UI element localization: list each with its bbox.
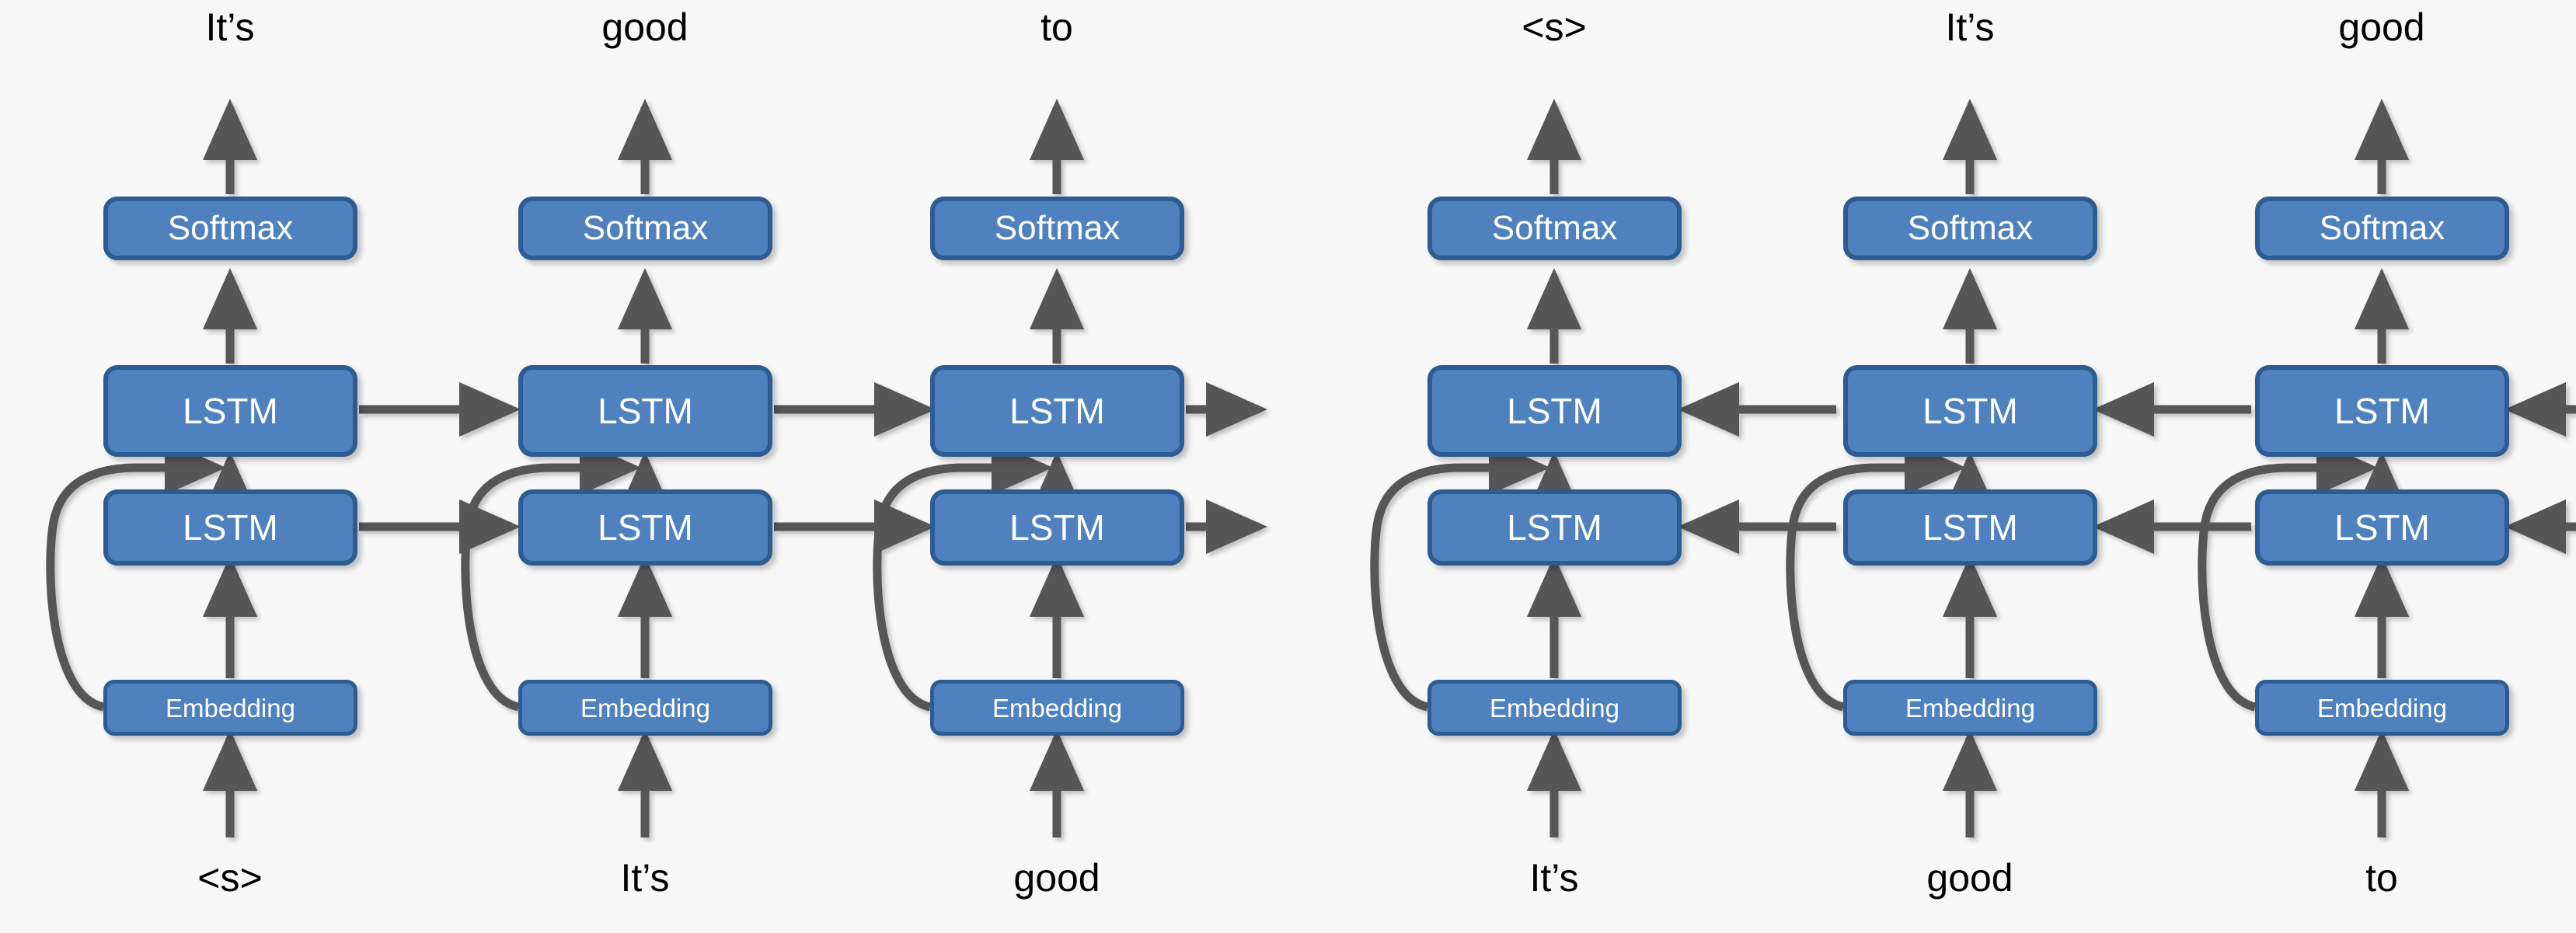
output-word-l2: good	[601, 5, 688, 49]
softmax-node-l3[interactable]: Softmax	[930, 197, 1184, 260]
embedding-node-r2[interactable]: Embedding	[1843, 680, 2097, 736]
output-word-r3: good	[2338, 5, 2425, 49]
softmax-node-r1[interactable]: Softmax	[1427, 197, 1682, 260]
lstm-lower-node-r2[interactable]: LSTM	[1843, 489, 2097, 566]
softmax-node-l2[interactable]: Softmax	[518, 197, 772, 260]
embedding-node-l1[interactable]: Embedding	[103, 680, 357, 736]
softmax-node-l1[interactable]: Softmax	[103, 197, 357, 260]
output-word-l1: It’s	[205, 5, 255, 49]
softmax-node-r2[interactable]: Softmax	[1843, 197, 2097, 260]
input-word-r3: to	[2365, 856, 2398, 900]
embedding-node-r1[interactable]: Embedding	[1427, 680, 1682, 736]
lstm-lower-node-l3[interactable]: LSTM	[930, 489, 1184, 566]
lstm-upper-node-l2[interactable]: LSTM	[518, 365, 772, 457]
input-word-r2: good	[1926, 856, 2013, 900]
embedding-node-l3[interactable]: Embedding	[930, 680, 1184, 736]
softmax-node-r3[interactable]: Softmax	[2255, 197, 2509, 260]
lstm-lower-node-l1[interactable]: LSTM	[103, 489, 357, 566]
lstm-upper-node-r2[interactable]: LSTM	[1843, 365, 2097, 457]
lstm-lower-node-r3[interactable]: LSTM	[2255, 489, 2509, 566]
embedding-node-l2[interactable]: Embedding	[518, 680, 772, 736]
lstm-upper-node-r1[interactable]: LSTM	[1427, 365, 1682, 457]
output-word-r2: It’s	[1945, 5, 1995, 49]
input-word-l2: It’s	[620, 856, 670, 900]
lstm-upper-node-l1[interactable]: LSTM	[103, 365, 357, 457]
lstm-upper-node-l3[interactable]: LSTM	[930, 365, 1184, 457]
lstm-lower-node-r1[interactable]: LSTM	[1427, 489, 1682, 566]
output-word-l3: to	[1041, 5, 1073, 49]
input-word-r1: It’s	[1529, 856, 1579, 900]
input-word-l3: good	[1013, 856, 1100, 900]
lstm-upper-node-r3[interactable]: LSTM	[2255, 365, 2509, 457]
input-word-l1: <s>	[197, 856, 263, 900]
lstm-lower-node-l2[interactable]: LSTM	[518, 489, 772, 566]
embedding-node-r3[interactable]: Embedding	[2255, 680, 2509, 736]
output-word-r1: <s>	[1522, 5, 1587, 49]
